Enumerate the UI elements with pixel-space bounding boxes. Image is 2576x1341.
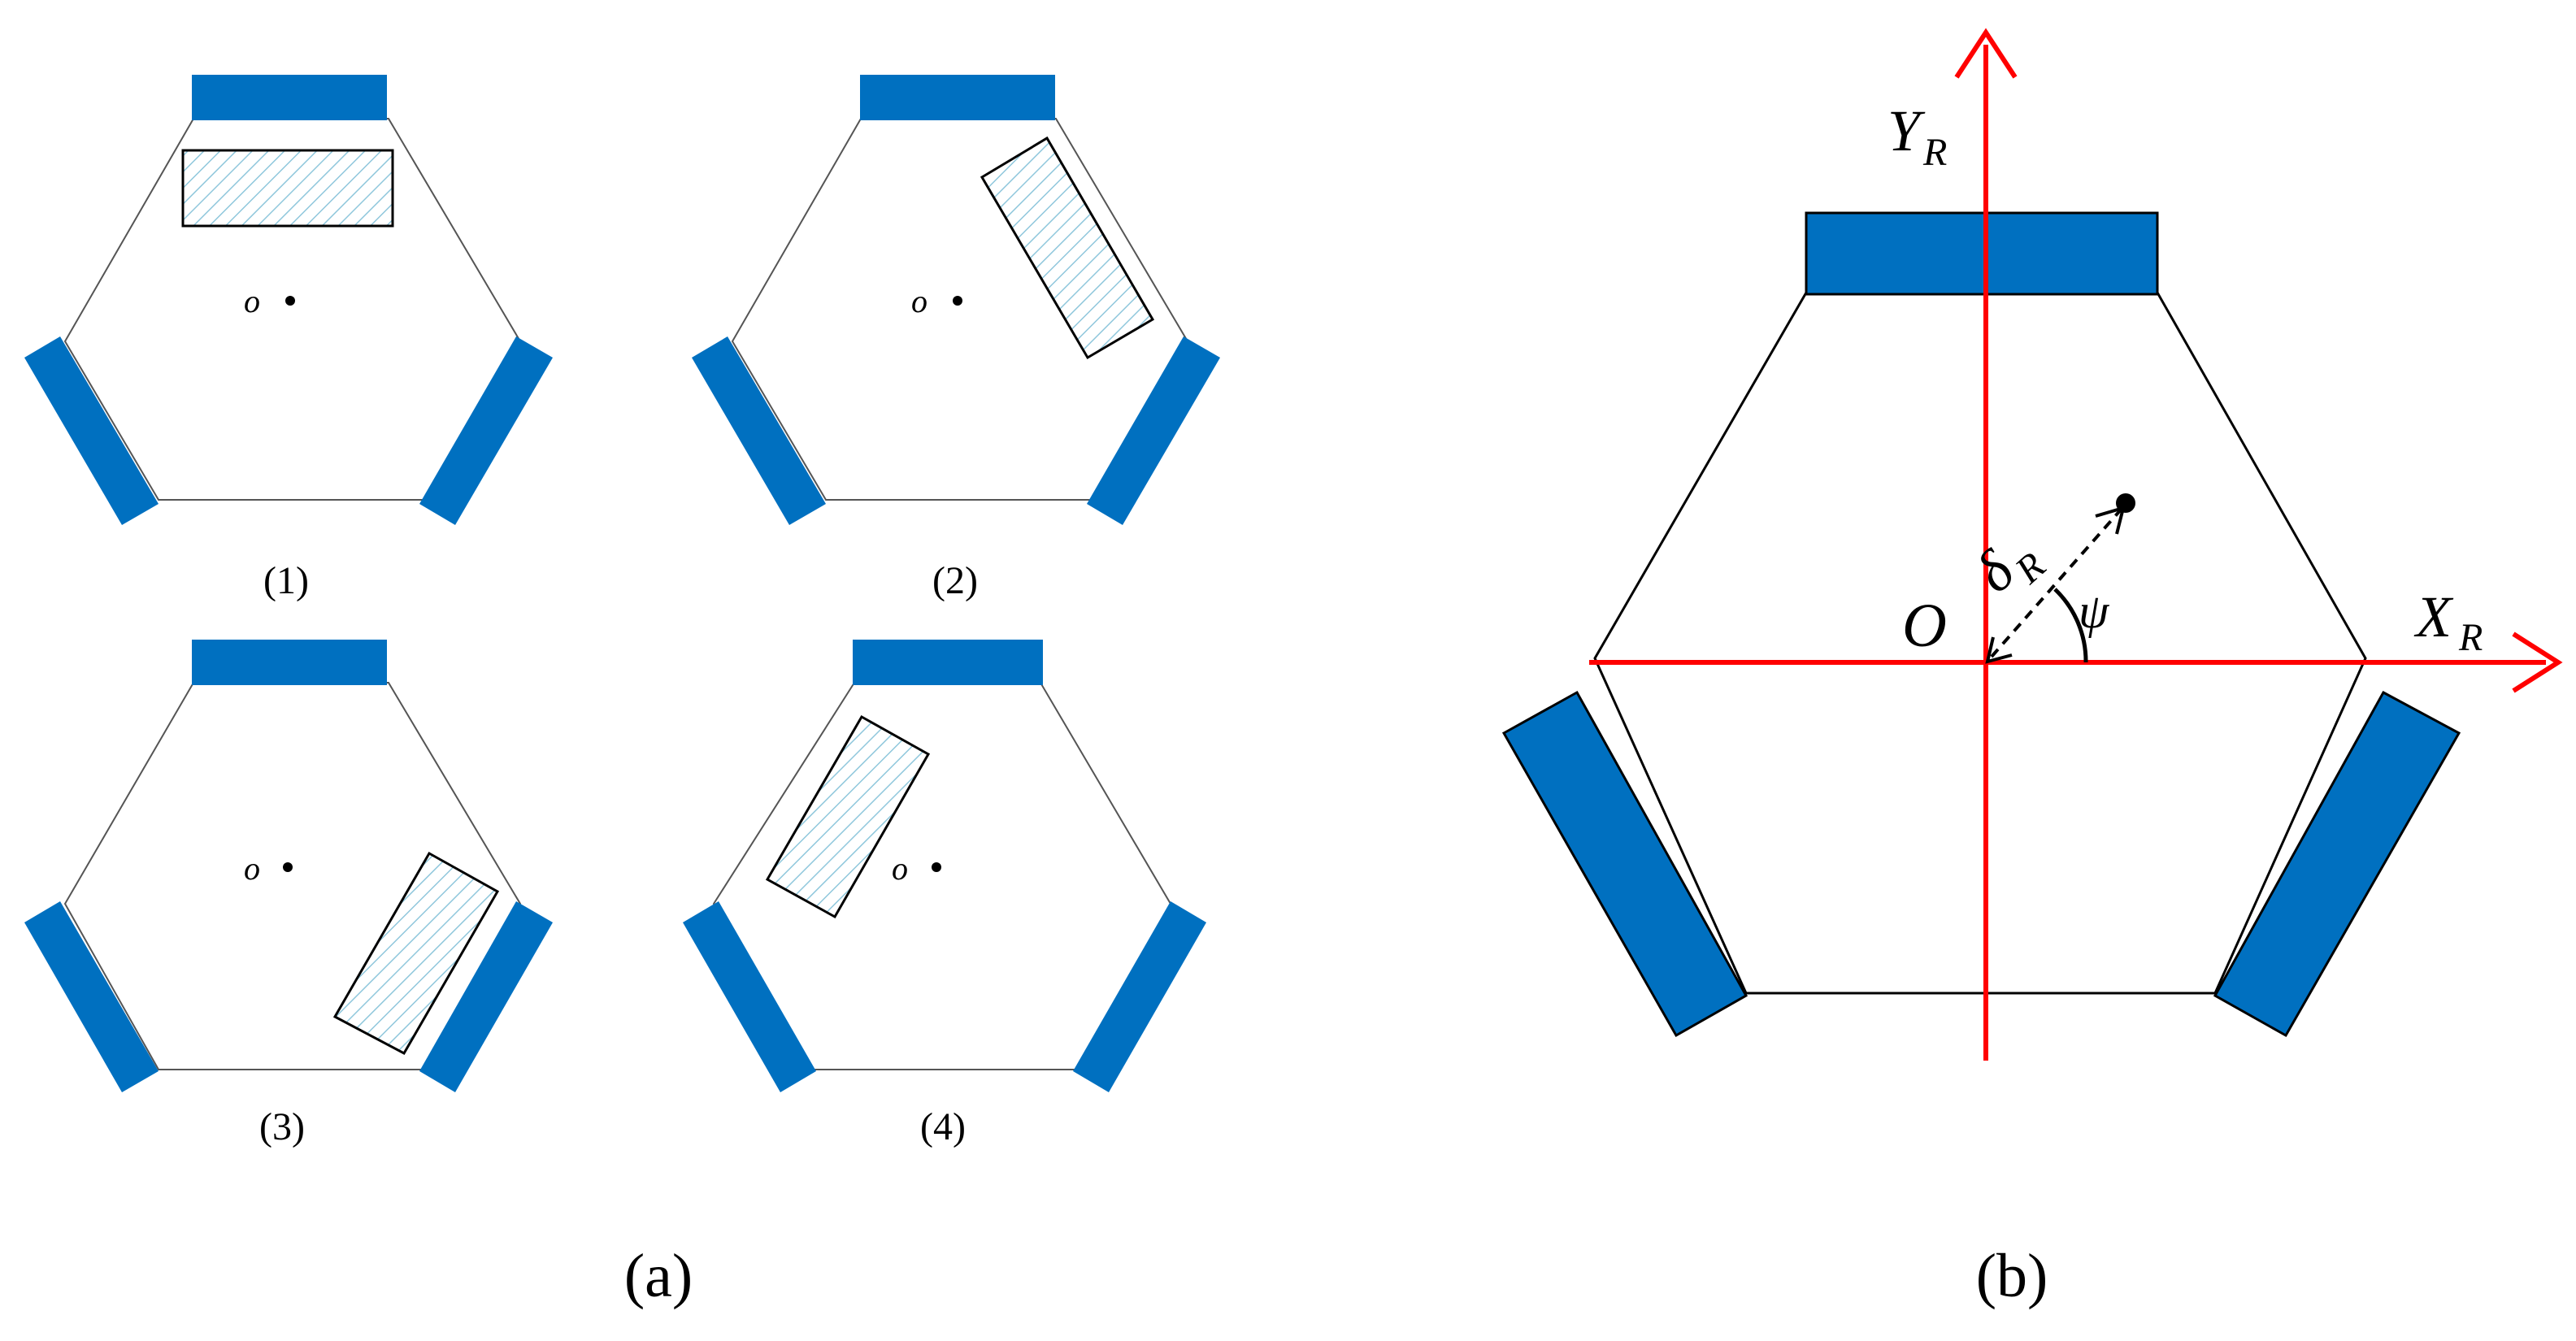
wheel-top: [1805, 211, 2159, 296]
wheel-top: [192, 640, 387, 685]
x-axis-arrowhead: [2512, 631, 2563, 693]
offset-label-group: δ R: [1962, 537, 2053, 605]
origin-dot: [932, 862, 941, 872]
origin-label: o: [892, 850, 908, 887]
wheel-right: [419, 901, 553, 1092]
panel-caption: (b): [1976, 1242, 2048, 1310]
wheel-left: [1501, 690, 1748, 1038]
wheel-left: [24, 336, 159, 525]
center-of-mass-dot: [2116, 493, 2135, 513]
subfigure-label: (4): [920, 1105, 966, 1148]
payload-box: [181, 149, 394, 228]
origin-dot: [283, 862, 293, 872]
subfigure-3: o (3): [24, 640, 553, 1148]
panel-caption: (a): [624, 1242, 693, 1310]
payload-box: [765, 714, 931, 919]
subfigure-4: o (4): [683, 640, 1206, 1148]
wheel-top: [192, 75, 387, 120]
axis-x-sub: R: [2458, 616, 2483, 659]
subfigure-2: o (2): [692, 75, 1220, 602]
subfigure-1: o (1): [24, 75, 553, 602]
wheel-left: [692, 336, 826, 525]
wheel-top: [860, 75, 1055, 120]
subfigure-label: (1): [263, 559, 309, 602]
subfigure-label: (3): [259, 1105, 305, 1148]
wheel-right: [1073, 901, 1206, 1092]
wheel-right: [419, 336, 553, 525]
panel-a: o (1) o (2) o (3): [24, 75, 1220, 1310]
y-axis-arrowhead: [1954, 28, 2018, 79]
chassis-outline: [1593, 291, 2367, 995]
origin-label: o: [911, 283, 927, 319]
wheel-top: [853, 640, 1043, 685]
axis-x-label: X: [2413, 584, 2454, 649]
origin-label: O: [1902, 592, 1947, 660]
wheel-right: [2213, 690, 2461, 1038]
origin-label: o: [244, 283, 260, 319]
wheel-right: [1087, 336, 1220, 525]
axis-y-sub: R: [1922, 131, 1947, 174]
wheel-left: [24, 901, 159, 1092]
origin-label: o: [244, 850, 260, 887]
offset-arrowhead-origin: [1985, 636, 2013, 664]
wheel-left: [683, 901, 816, 1092]
payload-box: [332, 851, 500, 1056]
origin-dot: [953, 296, 962, 306]
angle-label: ψ: [2079, 584, 2110, 638]
subfigure-label: (2): [932, 559, 978, 602]
payload-box: [980, 136, 1155, 360]
angle-arc: [2053, 588, 2088, 663]
axis-y-label: Y: [1887, 98, 1926, 163]
origin-dot: [285, 296, 295, 306]
panel-b: Y R X R O ψ δ R (b): [1501, 28, 2563, 1310]
